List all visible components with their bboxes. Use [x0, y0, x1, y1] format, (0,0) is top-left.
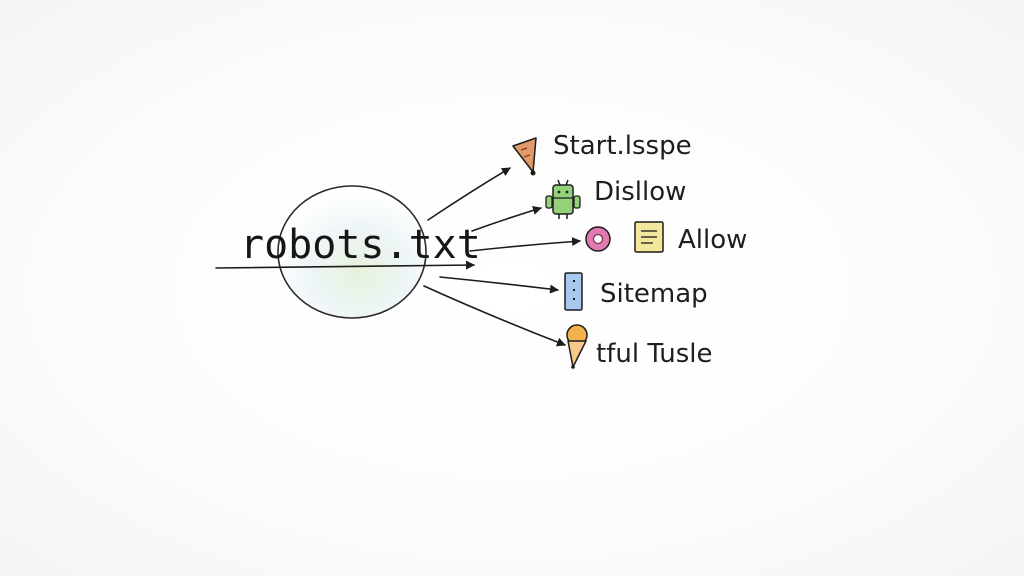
android-robot-icon [545, 179, 581, 219]
branch-label-3: Allow [678, 225, 747, 255]
arrow-branch-4 [439, 276, 559, 294]
bookmark-icon [564, 272, 583, 311]
pink-disc-icon [585, 226, 611, 252]
center-label: robots.txt [240, 222, 481, 268]
center-bubble [277, 185, 427, 319]
branch-label-2: Disllow [594, 177, 686, 207]
document-icon [634, 221, 664, 253]
ice-cream-cone-icon [566, 324, 588, 369]
branch-label-4: Sitemap [600, 279, 708, 309]
branch-label-5: tful Tusle [596, 339, 713, 369]
arrow-branch-3 [469, 237, 581, 252]
arrow-branch-2 [471, 206, 542, 232]
arrow-branch-1 [427, 167, 511, 221]
baseline-arrow [215, 260, 475, 270]
flag-icon [512, 137, 537, 176]
branch-label-1: Start.lsspe [553, 131, 692, 161]
arrow-branch-5 [423, 285, 566, 347]
